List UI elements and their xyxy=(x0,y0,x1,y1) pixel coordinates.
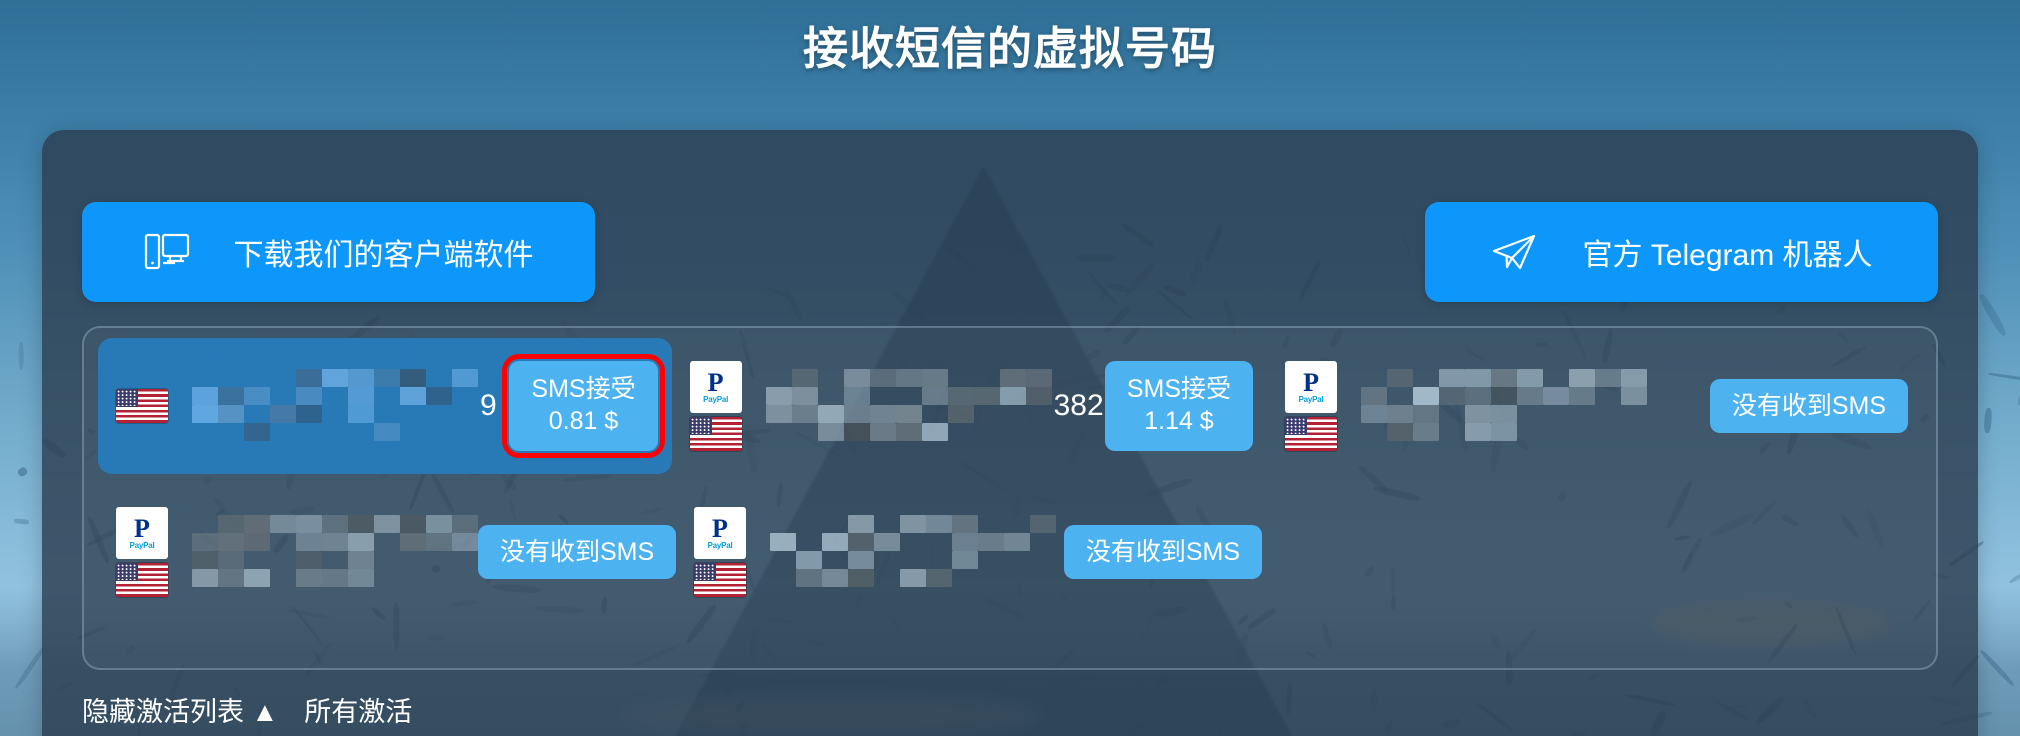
masked-phone-number xyxy=(1361,369,1648,443)
us-flag-icon xyxy=(1285,417,1338,451)
telegram-bot-label: 官方 Telegram 机器人 xyxy=(1582,239,1873,272)
no-sms-button[interactable]: 没有收到SMS xyxy=(1063,525,1262,579)
telegram-plane-icon xyxy=(1490,231,1538,273)
phone-number-tail: 382 xyxy=(1053,389,1104,422)
no-sms-button[interactable]: 没有收到SMS xyxy=(1709,379,1908,433)
activation-item-number xyxy=(1347,350,1710,462)
sms-accept-label: SMS接受 xyxy=(1126,375,1232,403)
activation-item-number: 382 xyxy=(752,350,1105,462)
hide-activation-list-link[interactable]: 隐藏激活列表 ▲ xyxy=(82,697,279,727)
activation-item[interactable]: 9 SMS接受 0.81 $ xyxy=(98,338,672,474)
telegram-bot-button[interactable]: 官方 Telegram 机器人 xyxy=(1425,202,1938,302)
page-title: 接收短信的虚拟号码 xyxy=(802,23,1217,74)
masked-phone-number xyxy=(765,369,1052,443)
main-panel: 下载我们的客户端软件 官方 Telegram 机器人 9 SMS接受 0.81 $ P… xyxy=(42,130,1978,736)
phone-number-tail: 9 xyxy=(480,389,497,422)
desktop-computer-icon xyxy=(144,231,190,273)
no-sms-button[interactable]: 没有收到SMS xyxy=(478,525,677,579)
all-activations-link[interactable]: 所有激活 xyxy=(304,697,413,727)
sms-accept-price: 1.14 $ xyxy=(1144,407,1214,435)
activation-item-number: 9 xyxy=(178,350,509,462)
sms-accept-price: 0.81 $ xyxy=(548,407,619,435)
sms-accept-label: SMS接受 xyxy=(531,375,636,403)
activation-item-number xyxy=(178,496,478,608)
masked-phone-number xyxy=(192,369,478,443)
masked-phone-number xyxy=(770,515,1056,589)
activation-item-icons xyxy=(116,350,178,462)
footer-links: 隐藏激活列表 ▲ 所有激活 xyxy=(82,690,412,729)
top-action-buttons: 下载我们的客户端软件 官方 Telegram 机器人 xyxy=(82,202,1938,302)
us-flag-icon xyxy=(689,417,742,451)
masked-phone-number xyxy=(192,515,478,589)
sms-accept-button[interactable]: SMS接受 1.14 $ xyxy=(1104,361,1254,451)
us-flag-icon xyxy=(694,563,746,597)
sms-accept-button[interactable]: SMS接受 0.81 $ xyxy=(502,354,665,458)
us-flag-icon xyxy=(116,389,168,423)
activation-item-number xyxy=(756,496,1064,608)
download-client-button[interactable]: 下载我们的客户端软件 xyxy=(82,202,595,302)
us-flag-icon xyxy=(116,563,168,597)
download-client-label: 下载我们的客户端软件 xyxy=(233,239,534,272)
